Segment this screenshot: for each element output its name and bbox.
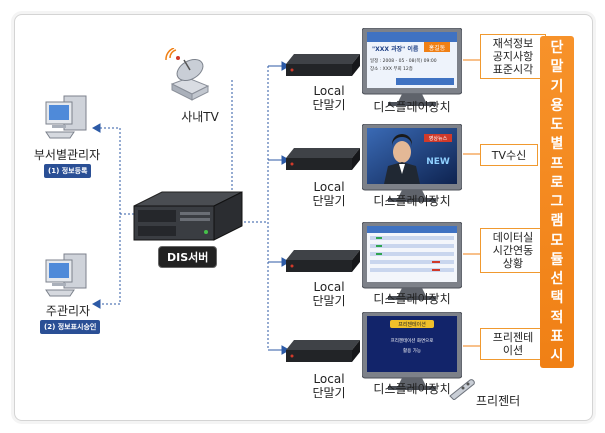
main-admin-tag: (2) 정보표시승인 (40, 320, 101, 334)
settop-box-icon (286, 250, 360, 272)
settop-box-icon (286, 340, 360, 362)
display-screen-notice: 홍길동 "XXX 과장" 이름 일정 : 2008 - 05 - 08(목) 0… (362, 28, 462, 106)
presentation-line1: 프리젠테이션 화면으로 (391, 337, 434, 344)
news-badge: 영상뉴스 (429, 135, 448, 142)
settop-box-icon (286, 148, 360, 170)
function-box-2: TV수신 (480, 144, 538, 166)
notice-place: 장소 : XXX 부회 12층 (370, 65, 413, 72)
dis-server-label: DIS서버 (158, 246, 218, 268)
notice-name: "XXX 과장" 이름 (372, 45, 419, 53)
presentation-line2: 활용 가능 (403, 347, 421, 354)
lan-tv-label: 사내TV (181, 110, 219, 124)
display-label-2: 디스플레이장치 (373, 194, 451, 208)
display-screen-news: 영상뉴스 NEW (362, 124, 462, 202)
satellite-dish-icon (165, 48, 210, 101)
display-label-1: 디스플레이장치 (373, 100, 451, 114)
dept-admin-label: 부서별관리자 (33, 148, 101, 162)
computer-icon (45, 253, 87, 297)
display-screen-data (362, 222, 462, 300)
settop-box-icon (286, 54, 360, 76)
notice-schedule: 일정 : 2008 - 05 - 08(목) 09:00 (370, 57, 437, 64)
notice-badge: 홍길동 (429, 44, 446, 52)
display-screen-presentation: 프리젠테이션 프리젠테이션 화면으로 활용 가능 (362, 312, 462, 390)
main-admin-label: 주관리자 (45, 304, 91, 318)
display-label-4: 디스플레이장치 (373, 382, 451, 396)
dept-admin-tag: (1) 정보등록 (44, 164, 92, 178)
computer-icon (45, 95, 87, 139)
display-label-3: 디스플레이장치 (373, 292, 451, 306)
presentation-title: 프리젠테이션 (398, 321, 426, 328)
presenter-label: 프리젠터 (476, 394, 521, 408)
presenter-remote-icon (449, 379, 475, 400)
news-text: NEW (426, 157, 450, 167)
server-icon (133, 191, 243, 241)
